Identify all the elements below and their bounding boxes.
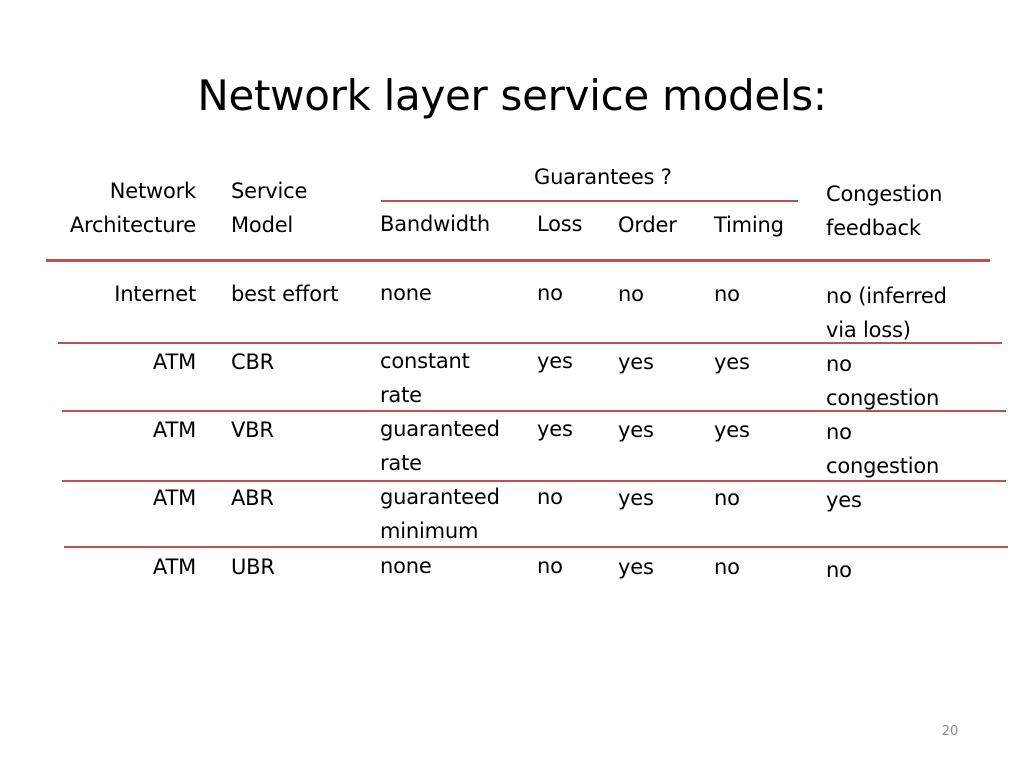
cell-network-architecture: ATM: [152, 418, 196, 442]
cell-bandwidth: guaranteed minimum: [380, 485, 500, 543]
cell-timing: yes: [714, 418, 750, 442]
row-divider: [64, 546, 1008, 548]
cell-timing: yes: [714, 350, 750, 374]
guarantees-rule: [381, 200, 798, 202]
cell-congestion-feedback: no: [826, 558, 852, 582]
cell-bandwidth: none: [380, 281, 432, 305]
cell-timing: no: [714, 486, 740, 510]
cell-loss: no: [537, 485, 563, 509]
cell-network-architecture: Internet: [114, 282, 196, 306]
cell-bandwidth: guaranteed rate: [380, 417, 500, 475]
cell-loss: no: [537, 281, 563, 305]
cell-congestion-feedback: no (inferred via loss): [826, 284, 947, 342]
cell-bandwidth: none: [380, 554, 432, 578]
header-loss: Loss: [537, 212, 583, 236]
header-network-architecture: Network Architecture: [69, 179, 196, 237]
row-divider: [62, 480, 1006, 482]
header-timing: Timing: [714, 213, 784, 237]
header-rule: [46, 259, 990, 262]
cell-service-model: CBR: [231, 350, 275, 374]
header-guarantees: Guarantees ?: [534, 165, 672, 189]
cell-order: yes: [618, 418, 654, 442]
cell-congestion-feedback: no congestion: [826, 420, 940, 478]
cell-loss: yes: [537, 417, 573, 441]
cell-network-architecture: ATM: [152, 486, 196, 510]
cell-order: yes: [618, 486, 654, 510]
cell-service-model: ABR: [231, 486, 274, 510]
page-number: 20: [941, 724, 959, 739]
cell-timing: no: [714, 555, 740, 579]
cell-service-model: VBR: [231, 418, 274, 442]
cell-loss: no: [537, 554, 563, 578]
cell-network-architecture: ATM: [152, 350, 196, 374]
row-divider: [62, 410, 1006, 412]
cell-service-model: best effort: [231, 282, 339, 306]
cell-loss: yes: [537, 349, 573, 373]
cell-congestion-feedback: no congestion: [826, 352, 940, 410]
cell-congestion-feedback: yes: [826, 488, 862, 512]
header-order: Order: [618, 213, 677, 237]
cell-bandwidth: constant rate: [380, 349, 470, 407]
header-congestion-feedback: Congestion feedback: [826, 182, 943, 240]
cell-timing: no: [714, 282, 740, 306]
slide-title: Network layer service models:: [197, 71, 827, 120]
row-divider: [58, 342, 1002, 344]
cell-network-architecture: ATM: [152, 555, 196, 579]
cell-order: yes: [618, 555, 654, 579]
header-service-model: Service Model: [231, 179, 308, 237]
cell-service-model: UBR: [231, 555, 275, 579]
header-bandwidth: Bandwidth: [380, 212, 490, 236]
cell-order: yes: [618, 350, 654, 374]
cell-order: no: [618, 282, 644, 306]
